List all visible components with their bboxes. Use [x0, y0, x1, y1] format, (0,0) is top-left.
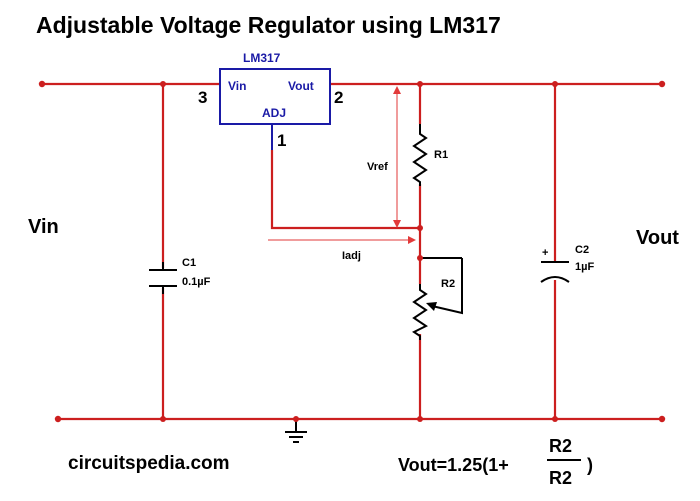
junction-dot	[417, 225, 423, 231]
vref-arrowhead-up	[393, 86, 401, 94]
r2-wiper-lead	[431, 258, 463, 315]
terminal-dots	[38, 80, 666, 423]
vref-arrowhead-down	[393, 220, 401, 228]
vout-top-terminal	[658, 80, 666, 88]
r1-name: R1	[434, 149, 448, 161]
c2-polarity: +	[542, 247, 548, 259]
iadj-indicator: Iadj	[268, 236, 416, 262]
formula-prefix: Vout=1.25(1+	[398, 455, 509, 475]
pin-number-adj: 1	[277, 131, 286, 150]
vin-terminal-label: Vin	[28, 216, 59, 238]
formula-suffix: )	[587, 455, 593, 475]
junction-dot	[160, 81, 166, 87]
vin-top-terminal	[38, 80, 46, 88]
c1-value: 0.1µF	[182, 276, 211, 288]
ic-name: LM317	[243, 51, 281, 65]
lm317-regulator: LM317 Vin Vout ADJ 3 2 1	[198, 51, 343, 150]
output-formula: Vout=1.25(1+ R2 R2 )	[398, 436, 593, 488]
ic-pin-vin-label: Vin	[228, 79, 246, 93]
site-credit: circuitspedia.com	[68, 453, 230, 474]
capacitor-c1: C1 0.1µF	[149, 257, 211, 294]
iadj-label: Iadj	[342, 250, 361, 262]
junction-dot	[552, 416, 558, 422]
c2-value: 1µF	[575, 261, 594, 273]
junction-dot	[417, 255, 423, 261]
junction-dot	[417, 416, 423, 422]
diagram-title: Adjustable Voltage Regulator using LM317	[36, 12, 501, 38]
junction-dot	[160, 416, 166, 422]
r1-zigzag	[412, 124, 428, 186]
wires	[42, 82, 662, 421]
r2-wiper-arrowhead	[426, 302, 437, 311]
pin-number-vin: 3	[198, 88, 207, 107]
vref-label: Vref	[367, 161, 388, 173]
resistor-r1: R1	[412, 124, 448, 186]
vout-bottom-terminal	[658, 415, 666, 423]
r2-name: R2	[441, 278, 455, 290]
adj-wire	[270, 150, 420, 230]
ic-pin-vout-label: Vout	[288, 79, 314, 93]
c2-name: C2	[575, 244, 589, 256]
formula-numerator: R2	[549, 436, 572, 456]
potentiometer-r2: R2	[412, 255, 463, 340]
ic-pin-adj-label: ADJ	[262, 106, 286, 120]
c1-name: C1	[182, 257, 196, 269]
vout-terminal-label: Vout	[636, 227, 679, 249]
vin-bottom-terminal	[54, 415, 62, 423]
capacitor-c2: + C2 1µF	[540, 244, 594, 283]
junction-dot	[417, 81, 423, 87]
iadj-arrowhead	[408, 236, 416, 244]
ground-icon	[285, 416, 307, 443]
pin-number-vout: 2	[334, 88, 343, 107]
junction-dot	[552, 81, 558, 87]
formula-denominator: R2	[549, 468, 572, 488]
r2-zigzag	[412, 284, 428, 340]
junction-dot	[293, 416, 299, 422]
vref-indicator: Vref	[367, 86, 401, 228]
c2-curved-plate	[540, 276, 570, 283]
ic-body	[219, 68, 331, 125]
